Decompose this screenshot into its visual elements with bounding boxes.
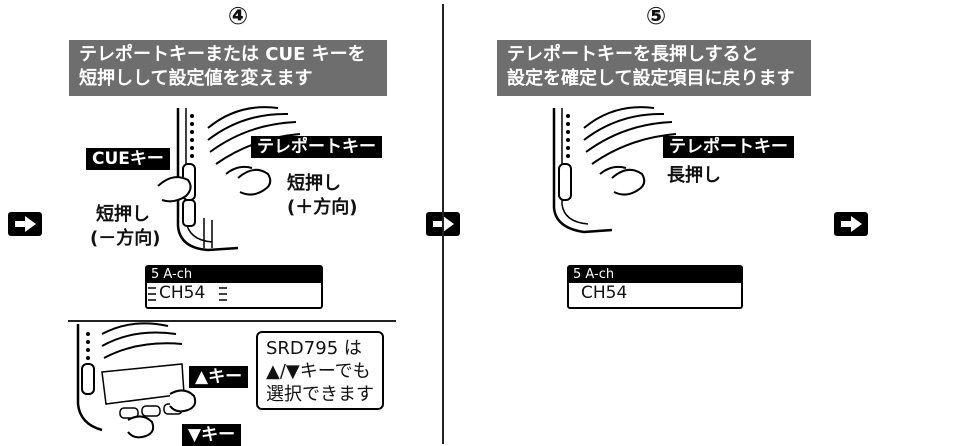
up-key-label: ▲キー: [189, 366, 249, 388]
blink-left-icon: [148, 287, 156, 301]
step-divider: [442, 4, 444, 444]
step-number: ④: [227, 2, 249, 30]
teleport-key-label: テレポートキー: [251, 136, 382, 158]
model-note: SRD795 は ▲/▼キーでも 選択できます: [256, 331, 384, 410]
display-menu-row: 5 A-ch: [569, 267, 741, 283]
instruction-banner: テレポートキーを長押しすると 設定を確定して設定項目に戻ります: [497, 40, 811, 96]
step-number: ⑤: [645, 2, 667, 30]
press-minus-label: 短押し (－方向): [90, 204, 161, 249]
channel-display: 5 A-ch CH54: [145, 265, 323, 309]
right-arrow-icon: [834, 212, 868, 236]
teleport-key-label: テレポートキー: [663, 136, 794, 158]
display-menu-row: 5 A-ch: [147, 267, 321, 283]
long-press-label: 長押し: [667, 165, 721, 186]
instruction-banner: テレポートキーまたは CUE キーを 短押しして設定値を変えます: [69, 40, 387, 96]
display-value-row: CH54: [581, 283, 628, 303]
press-plus-label: 短押し (＋方向): [287, 173, 358, 218]
display-value-row: CH54: [147, 283, 321, 303]
blink-right-icon: [219, 287, 227, 301]
section-divider: [68, 320, 396, 322]
channel-display: 5 A-ch CH54: [567, 265, 743, 309]
cue-key-label: CUEキー: [86, 148, 170, 170]
down-key-label: ▼キー: [182, 424, 242, 446]
radio-keypad-illustration: [76, 322, 197, 439]
right-arrow-icon: [8, 212, 42, 236]
radio-illustration: [552, 106, 677, 234]
radio-illustration: [157, 106, 301, 252]
